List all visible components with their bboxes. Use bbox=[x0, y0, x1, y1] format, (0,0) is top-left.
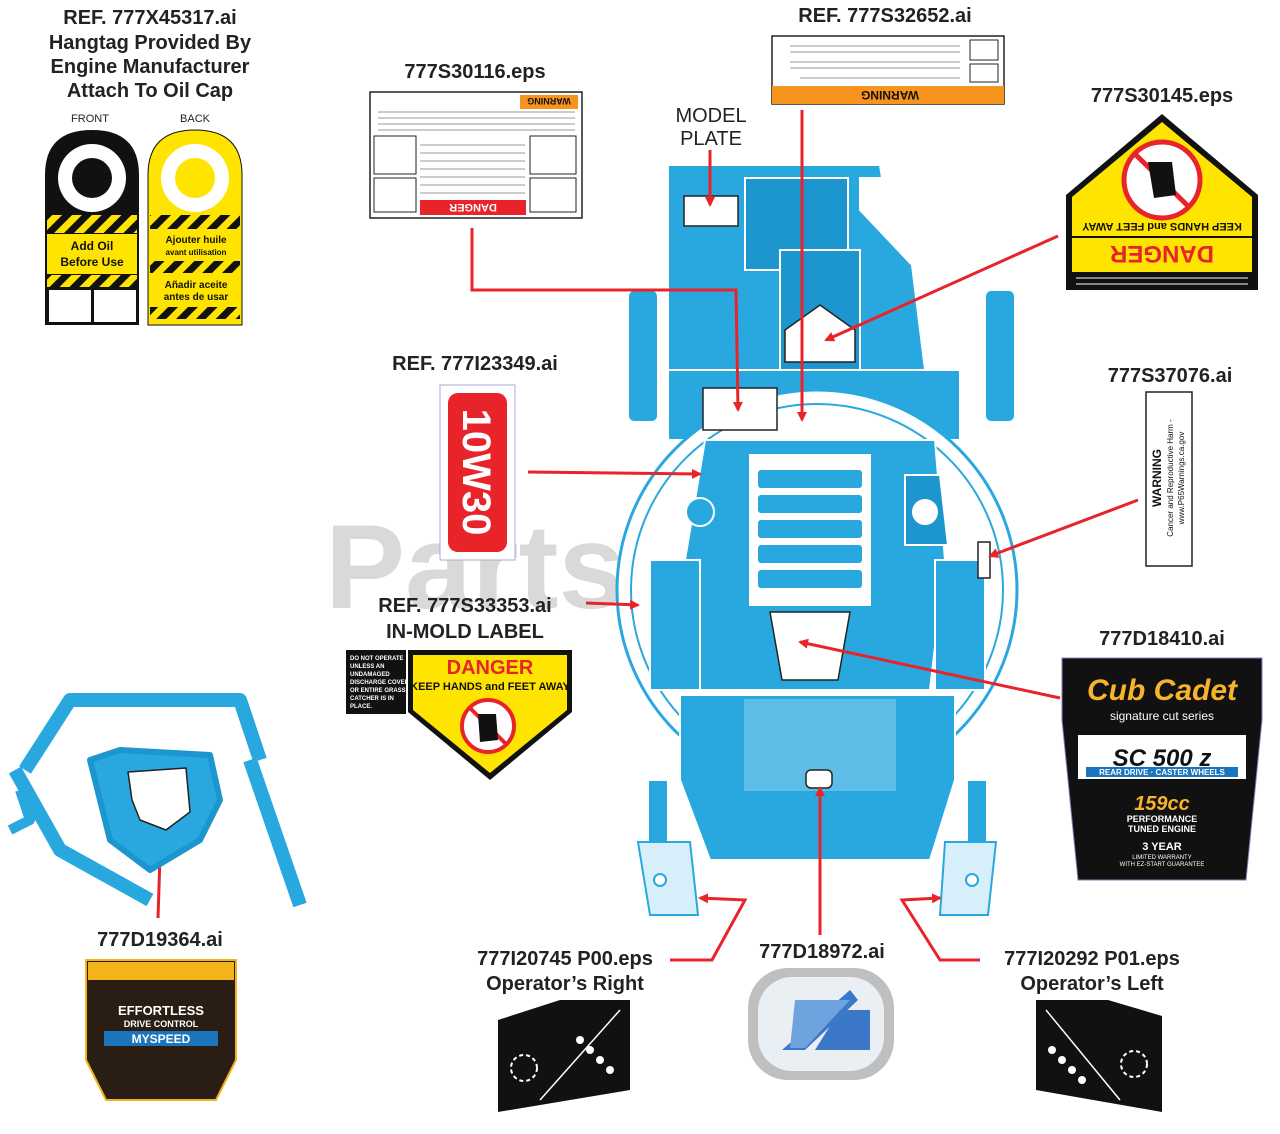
label-s33353: REF. 777S33353.ai IN-MOLD LABEL DO NOT O… bbox=[346, 595, 572, 780]
label-d18410-spot bbox=[769, 611, 851, 681]
s33353-side-4: DISCHARGE COVER bbox=[350, 680, 410, 686]
hangtag-front-caption: FRONT bbox=[71, 113, 109, 125]
d19364-ref: 777D19364.ai bbox=[97, 929, 223, 951]
d18410-engine-1: PERFORMANCE bbox=[1127, 814, 1198, 824]
model-plate-line-2: PLATE bbox=[680, 128, 742, 150]
handle-inset bbox=[7, 693, 307, 908]
arrow-s37076 bbox=[988, 498, 1139, 558]
i20745-ref: 777I20745 P00.eps bbox=[477, 948, 653, 970]
label-s32652: REF. 777S32652.ai WARNING bbox=[771, 5, 1005, 105]
s33353-side-1: DO NOT OPERATE bbox=[350, 656, 404, 662]
hangtag-front-line-2: Before Use bbox=[60, 255, 124, 269]
d18410-brand: Cub Cadet bbox=[1087, 674, 1239, 707]
d19364-line-2: DRIVE CONTROL bbox=[124, 1019, 199, 1029]
i23349-ref: REF. 777I23349.ai bbox=[392, 353, 558, 375]
arrow-s30116 bbox=[470, 228, 743, 412]
d18410-warranty-3: WITH EZ-START GUARANTEE bbox=[1120, 862, 1205, 868]
d19364-line-1: EFFORTLESS bbox=[118, 1003, 204, 1018]
arrow-s30145 bbox=[824, 234, 1059, 342]
s33353-side-3: UNDAMAGED bbox=[350, 672, 390, 678]
d19364-line-3: MYSPEED bbox=[132, 1032, 191, 1046]
arrow-s33353 bbox=[585, 599, 640, 610]
hangtag-title-3: Engine Manufacturer bbox=[51, 56, 250, 78]
hangtag-front-line-1: Add Oil bbox=[71, 239, 114, 253]
s37076-warning: WARNING bbox=[1150, 449, 1164, 507]
label-s37076-spot bbox=[977, 541, 991, 579]
s37076-line-1: Cancer and Reproductive Harm - bbox=[1166, 419, 1175, 537]
label-i20292: 777I20292 P01.eps Operator’s Left bbox=[1004, 948, 1180, 1112]
hangtag-back-es-1: Añadir aceite bbox=[165, 280, 228, 291]
s33353-side-6: CATCHER IS IN bbox=[350, 696, 394, 702]
s33353-sub: KEEP HANDS and FEET AWAY bbox=[410, 681, 570, 693]
s33353-side-7: PLACE. bbox=[350, 704, 372, 710]
label-s30116-spot bbox=[702, 387, 778, 431]
s33353-subtitle: IN-MOLD LABEL bbox=[386, 621, 544, 643]
arrow-d18410 bbox=[798, 638, 1061, 700]
d18410-warranty-1: 3 YEAR bbox=[1142, 841, 1182, 853]
d18410-warranty-2: LIMITED WARRANTY bbox=[1132, 855, 1191, 861]
s33353-side-2: UNLESS AN bbox=[350, 664, 384, 670]
s30145-sub: KEEP HANDS and FEET AWAY bbox=[1081, 220, 1241, 232]
label-d18972: 777D18972.ai bbox=[748, 941, 894, 1080]
hangtag-back-caption: BACK bbox=[180, 113, 211, 125]
s32652-ref: REF. 777S32652.ai bbox=[798, 5, 971, 27]
label-i20745: 777I20745 P00.eps Operator’s Right bbox=[477, 948, 653, 1112]
s37076-line-2: www.P65Warnings.ca.gov bbox=[1177, 432, 1186, 526]
label-d18410: 777D18410.ai Cub Cadet signature cut ser… bbox=[1061, 628, 1263, 881]
i20292-caption: Operator’s Left bbox=[1020, 973, 1164, 995]
label-s30145: 777S30145.eps KEEP HANDS and FEET AWAY D… bbox=[1066, 85, 1258, 290]
hangtag-title-4: Attach To Oil Cap bbox=[67, 80, 233, 102]
s33353-danger: DANGER bbox=[447, 657, 534, 679]
d18410-drive: REAR DRIVE · CASTER WHEELS bbox=[1099, 768, 1225, 777]
mower-illustration bbox=[615, 164, 1019, 916]
d18972-ref: 777D18972.ai bbox=[759, 941, 885, 963]
logo-spot bbox=[805, 769, 833, 789]
d18410-ref: 777D18410.ai bbox=[1099, 628, 1225, 650]
arrow-i20745 bbox=[670, 893, 748, 962]
hangtag-group: REF. 777X45317.ai Hangtag Provided By En… bbox=[45, 7, 252, 326]
s30145-ref: 777S30145.eps bbox=[1091, 85, 1233, 107]
hangtag-title-1: REF. 777X45317.ai bbox=[63, 7, 236, 29]
hangtag-back-fr-2: avant utilisation bbox=[166, 248, 227, 257]
d18410-engine-2: TUNED ENGINE bbox=[1128, 824, 1196, 834]
s30116-warning: WARNING bbox=[527, 96, 571, 106]
model-plate-line-1: MODEL bbox=[675, 105, 746, 127]
arrow-i23349 bbox=[527, 468, 702, 479]
i20745-caption: Operator’s Right bbox=[486, 973, 644, 995]
hangtag-back-es-2: antes de usar bbox=[164, 292, 229, 303]
hangtag-title-2: Hangtag Provided By bbox=[49, 32, 252, 54]
d18410-cc: 159cc bbox=[1134, 793, 1190, 815]
s32652-warning: WARNING bbox=[861, 88, 919, 102]
s33353-side-5: OR ENTIRE GRASS bbox=[350, 688, 406, 694]
s30116-danger: DANGER bbox=[449, 201, 497, 213]
arrow-i20292 bbox=[899, 893, 980, 962]
hangtag-back-fr-1: Ajouter huile bbox=[165, 235, 227, 246]
label-s30116: 777S30116.eps WARNING DANGER bbox=[369, 61, 583, 219]
s30145-danger: DANGER bbox=[1110, 240, 1214, 267]
d18410-series: signature cut series bbox=[1110, 709, 1214, 723]
i20292-ref: 777I20292 P01.eps bbox=[1004, 948, 1180, 970]
label-s37076: 777S37076.ai WARNING Cancer and Reproduc… bbox=[1108, 365, 1233, 567]
s33353-ref: REF. 777S33353.ai bbox=[378, 595, 551, 617]
label-d19364: 777D19364.ai EFFORTLESS DRIVE CONTROL MY… bbox=[85, 929, 237, 1101]
s37076-ref: 777S37076.ai bbox=[1108, 365, 1233, 387]
s30116-ref: 777S30116.eps bbox=[404, 61, 545, 83]
i23349-oil: 10W30 bbox=[454, 409, 498, 536]
label-i23349: REF. 777I23349.ai 10W30 bbox=[392, 353, 558, 561]
